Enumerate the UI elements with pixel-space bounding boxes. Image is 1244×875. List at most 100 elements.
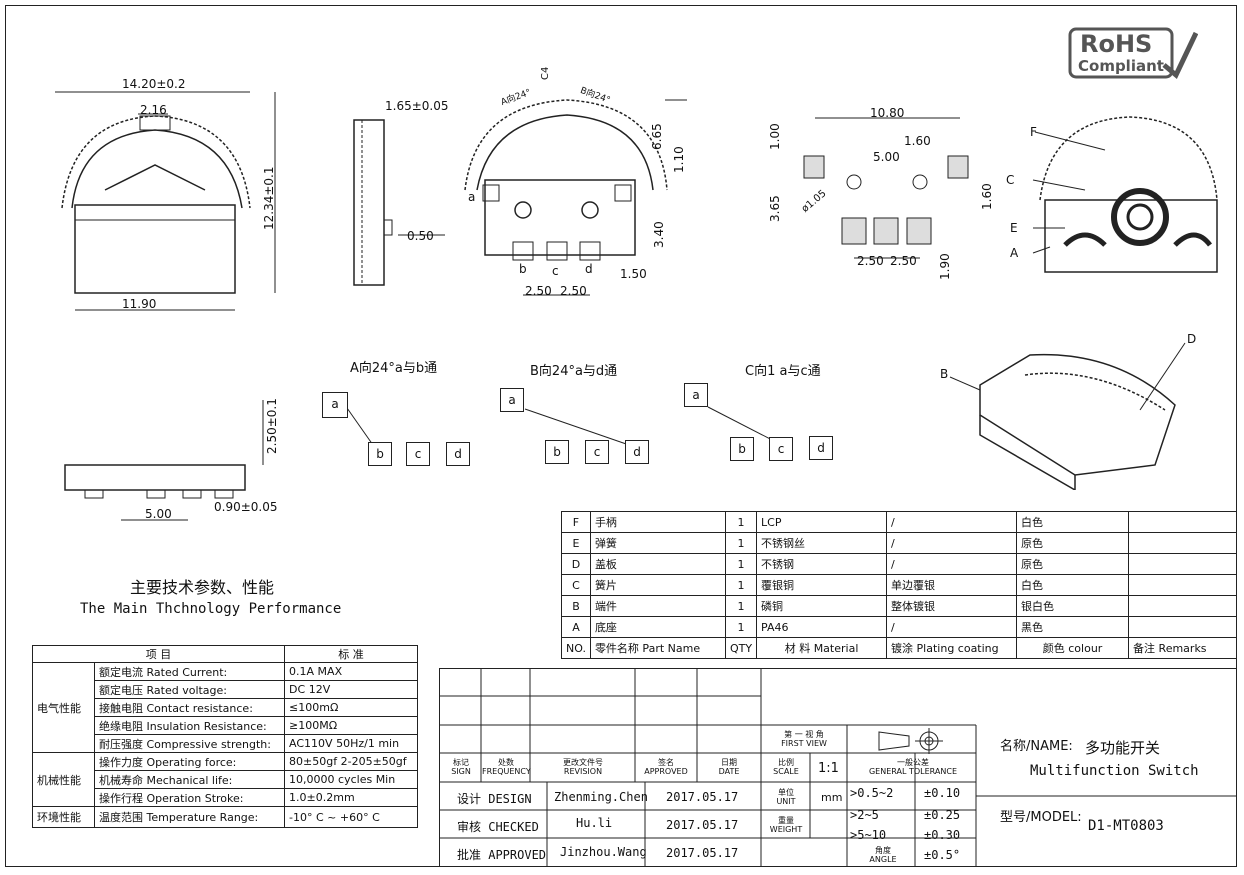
tol-range: >2~5 [850, 808, 879, 822]
dim-center-p2: 2.50 [560, 284, 587, 298]
bom-mat: 磷铜 [756, 595, 888, 617]
bom-name: 端件 [589, 595, 726, 617]
rohs-text: RoHS [1080, 30, 1153, 58]
bom-hdr-qty: QTY [724, 637, 758, 659]
bom-no: C [561, 574, 591, 596]
perf-row: 接触电阻 Contact resistance: [93, 698, 286, 717]
perf-row: 操作力度 Operating force: [93, 752, 286, 771]
logic-a-pin-c: c [406, 442, 430, 466]
bom-mat: 不锈钢 [756, 553, 888, 575]
perf-row: 额定电压 Rated voltage: [93, 680, 286, 699]
dim-pcb-pad: 1.60 [904, 134, 931, 148]
part-c-label: C [1006, 173, 1015, 187]
bom-hdr-remark: 备注 Remarks [1128, 637, 1237, 659]
logic-a-pin-b: b [368, 442, 392, 466]
dim-pcb-width: 10.80 [870, 106, 905, 120]
part-e-label: E [1010, 221, 1018, 235]
tb-checked-date: 2017.05.17 [666, 818, 739, 832]
bom-mat: LCP [756, 511, 888, 533]
perf-group-env: 环境性能 [32, 806, 95, 828]
bom-qty: 1 [724, 553, 758, 575]
tb-checker: Hu.li [576, 816, 613, 830]
bom-no: B [561, 595, 591, 617]
logic-b-pin-d: d [625, 440, 649, 464]
dim-center-d4: 1.50 [620, 267, 647, 281]
part-a-label: A [1010, 246, 1019, 260]
perf-value: 0.1A MAX [284, 662, 418, 681]
bom-no: A [561, 616, 591, 638]
logic-b-pin-a: a [500, 388, 524, 412]
bottom-view-drawing [64, 400, 264, 521]
dim-pcb-p2: 2.50 [890, 254, 917, 268]
logic-title-c: C向1 a与c通 [745, 364, 821, 379]
bom-remark [1128, 595, 1237, 617]
bom-color: 原色 [1016, 553, 1130, 575]
logic-a-pin-a: a [322, 392, 348, 418]
exploded-view-drawing [1032, 116, 1218, 273]
bom-name: 盖板 [589, 553, 726, 575]
perf-group-elec: 电气性能 [32, 662, 95, 753]
bom-plate: 单边覆银 [886, 574, 1018, 596]
pin-c-label: c [552, 264, 559, 278]
logic-b-pin-c: c [585, 440, 609, 464]
bom-color: 白色 [1016, 574, 1130, 596]
projection-symbol [878, 731, 910, 751]
bom-remark [1128, 574, 1237, 596]
bom-no: F [561, 511, 591, 533]
tb-name-en: Multifunction Switch [1030, 763, 1199, 779]
perf-value: 80±50gf 2-205±50gf [284, 752, 418, 771]
bom-name: 底座 [589, 616, 726, 638]
pin-a-label: a [468, 190, 476, 204]
bom-color: 黑色 [1016, 616, 1130, 638]
bom-mat: 不锈钢丝 [756, 532, 888, 554]
bom-header-row: NO. 零件名称 Part Name QTY 材 料 Material 镀涂 P… [561, 637, 1237, 659]
dim-side-top: 1.65±0.05 [385, 99, 449, 113]
tb-approved-date: 2017.05.17 [666, 846, 739, 860]
title-block-grid [439, 668, 1237, 867]
perf-group-mech: 机械性能 [32, 752, 95, 807]
dim-bottom-pitch: 5.00 [145, 507, 172, 521]
dim-bottom-offset: 0.90±0.05 [214, 500, 278, 514]
tol-value: ±0.10 [924, 786, 961, 800]
tol-value: ±0.30 [924, 828, 961, 842]
dim-front-top: 2.16 [140, 103, 167, 117]
side-view-drawing [353, 119, 445, 286]
perf-row: 温度范围 Temperature Range: [93, 806, 286, 828]
logic-a-pin-d: d [446, 442, 470, 466]
dim-pcb-p1: 2.50 [857, 254, 884, 268]
bom-plate: / [886, 616, 1018, 638]
bom-color: 银白色 [1016, 595, 1130, 617]
tol-range: >5~10 [850, 828, 887, 842]
logic-c-pin-a: a [684, 383, 708, 407]
bom-qty: 1 [724, 595, 758, 617]
bom-remark [1128, 616, 1237, 638]
logic-title-b: B向24°a与d通 [530, 364, 618, 379]
bom-hdr-mat: 材 料 Material [756, 637, 888, 659]
part-d-label: D [1187, 332, 1197, 346]
dim-center-p1: 2.50 [525, 284, 552, 298]
bom-color: 白色 [1016, 511, 1130, 533]
dim-front-width: 14.20±0.2 [122, 77, 186, 91]
iso-view-drawing [949, 342, 1186, 490]
perf-value: ≤100mΩ [284, 698, 418, 717]
tol-value: ±0.25 [924, 808, 961, 822]
performance-table: 项 目 标 准 电气性能 额定电流 Rated Current: 0.1A MA… [31, 645, 418, 828]
bom-color: 原色 [1016, 532, 1130, 554]
bom-remark [1128, 532, 1237, 554]
perf-col-std: 标 准 [284, 645, 418, 663]
perf-row: 机械寿命 Mechanical life: [93, 770, 286, 789]
tb-scale-value: 1:1 [818, 761, 839, 776]
tb-name-cn: 多功能开关 [1085, 739, 1161, 757]
bom-hdr-name: 零件名称 Part Name [589, 637, 726, 659]
bom-plate: / [886, 553, 1018, 575]
dim-bottom-height: 2.50±0.1 [265, 398, 279, 454]
